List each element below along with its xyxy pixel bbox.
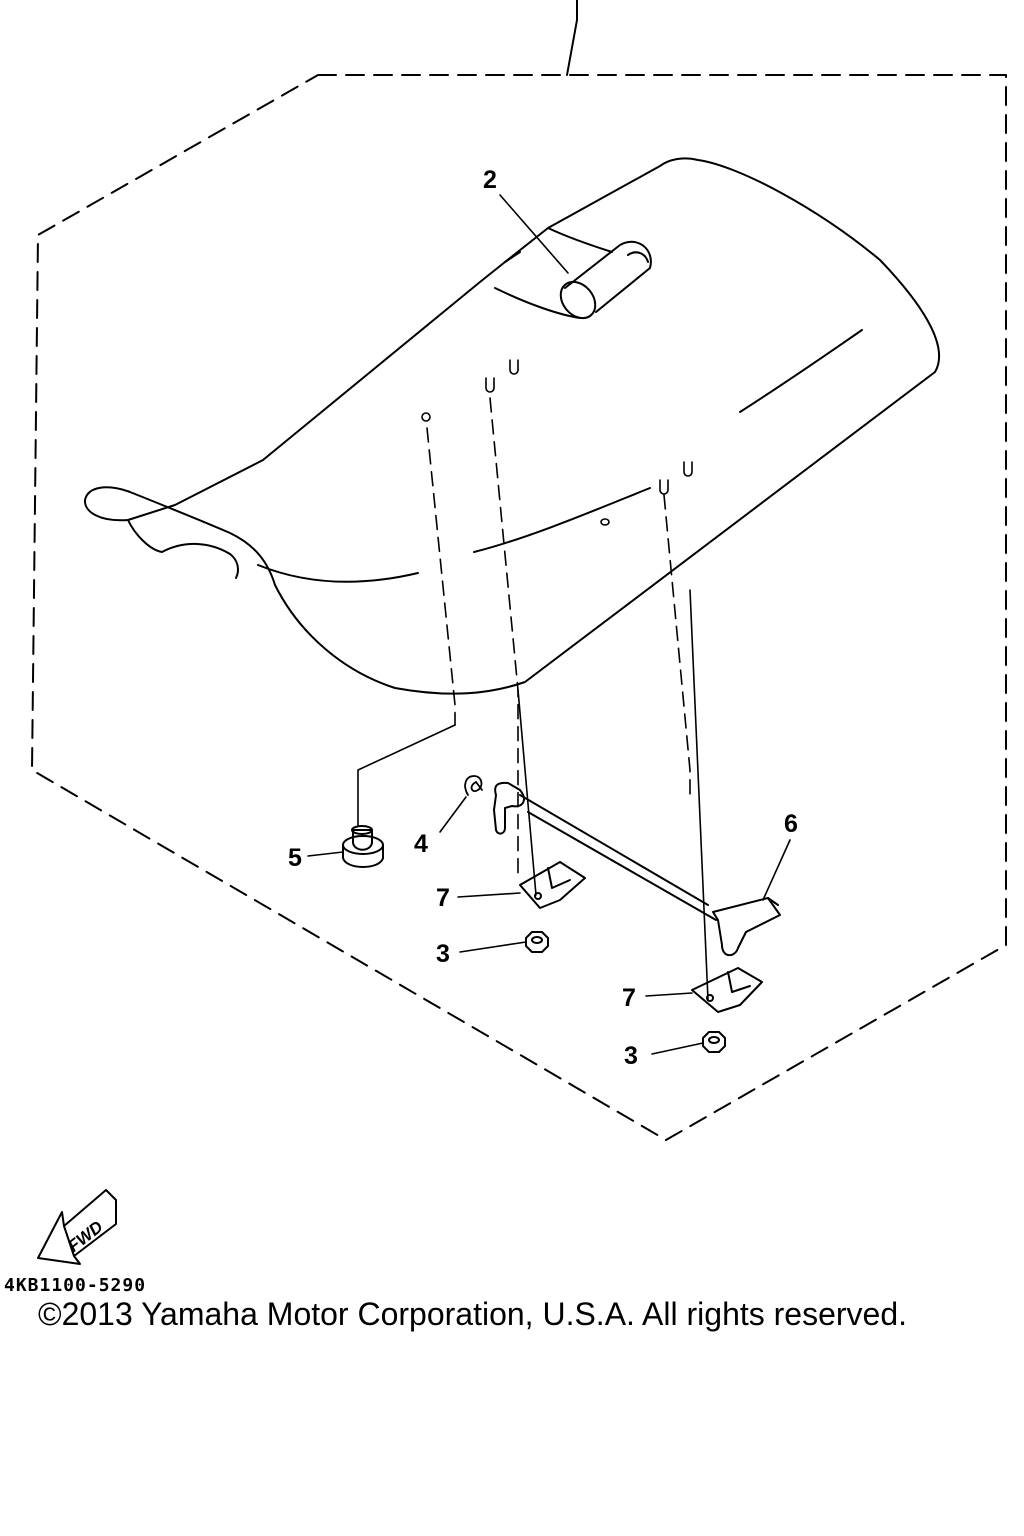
drawing-code: 4KB1100-5290 [4,1275,147,1296]
fwd-label: FWD [64,1217,106,1256]
assembly-lines-solid [357,589,709,1001]
part-7-bracket-upper [519,861,586,909]
part-5-damper [342,825,384,868]
callout-part-2: 2 [483,166,497,194]
assembly-boundary [31,74,1007,1141]
seat-mounting-holes [421,359,693,526]
part-4-spring [464,775,483,796]
leader-line-part-1 [566,0,578,76]
part-2-seat-bumper [559,240,652,320]
callout-part-6: 6 [784,810,798,838]
part-6-seat-lock [493,781,781,957]
callout-part-3-lower: 3 [624,1042,638,1070]
assembly-lines [426,397,691,881]
callout-part-3-upper: 3 [436,940,450,968]
fwd-arrow-icon [37,1189,117,1265]
callout-part-7-lower: 7 [622,984,636,1012]
callout-leaders [307,194,791,1055]
copyright-notice: ©2013 Yamaha Motor Corporation, U.S.A. A… [38,1296,908,1332]
callout-part-7-upper: 7 [436,884,450,912]
callout-part-4: 4 [414,830,428,858]
part-7-bracket-lower [691,967,763,1013]
seat [84,157,940,695]
callout-part-5: 5 [288,844,302,872]
part-3-nut-lower [702,1031,726,1053]
part-3-nut-upper [525,931,549,953]
